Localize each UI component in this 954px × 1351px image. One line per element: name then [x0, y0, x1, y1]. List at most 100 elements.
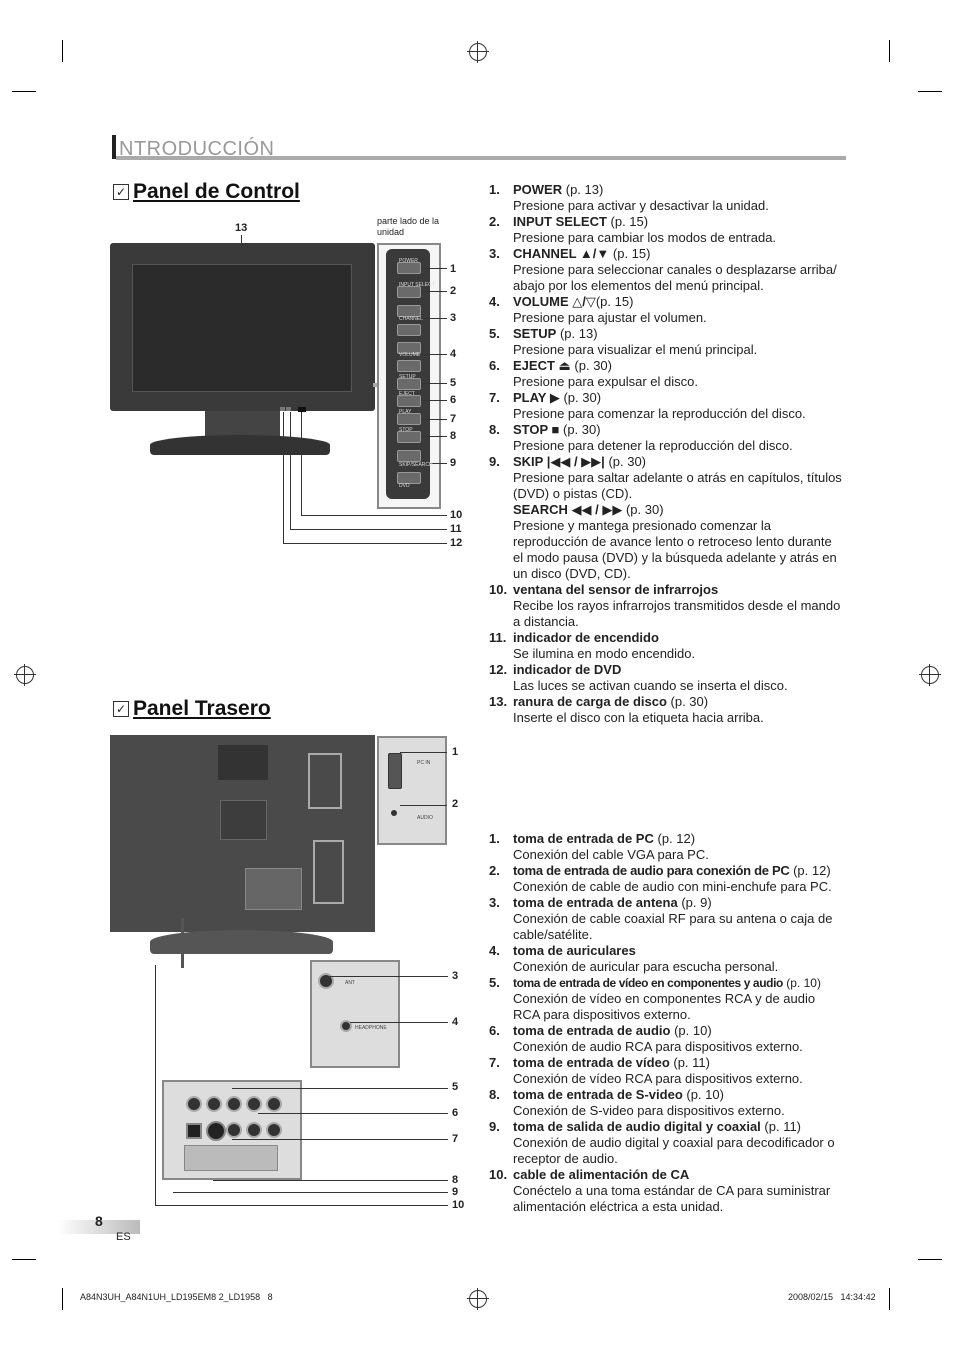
skip-forward-illustration: [397, 472, 421, 484]
component-jack: [226, 1096, 242, 1112]
side-note: parte lado de la unidad: [377, 216, 440, 237]
callout-line: [421, 354, 447, 355]
callout-line: [421, 291, 447, 292]
list-item: 5.SETUP (p. 13)Presione para visualizar …: [489, 326, 758, 357]
ant-label: ANT: [345, 980, 355, 986]
page-number-bar: [57, 1220, 140, 1234]
digital-audio-jack: [186, 1123, 202, 1139]
power-cord: [181, 918, 184, 968]
callout-1: 1: [450, 263, 457, 275]
crop-mark: [889, 40, 890, 62]
list-item: 7.PLAY ▶ (p. 30)Presione para comenzar l…: [489, 390, 806, 421]
rear-callout-2: 2: [452, 798, 459, 810]
registration-mark-icon: [919, 664, 941, 686]
crop-mark: [62, 1288, 63, 1310]
tv-screen: [132, 264, 352, 392]
callout-line: [290, 529, 447, 530]
headphone-jack: [340, 1020, 352, 1032]
component-jack: [206, 1096, 222, 1112]
crop-mark: [12, 91, 36, 92]
audio-in-jack: [266, 1122, 282, 1138]
skip-back-illustration: [397, 450, 421, 462]
list-item: 3.toma de entrada de antena (p. 9)Conexi…: [489, 895, 833, 942]
list-item: 7.toma de entrada de vídeo (p. 11)Conexi…: [489, 1055, 803, 1086]
av-panel-strip: [184, 1145, 278, 1171]
callout-6: 6: [450, 394, 457, 406]
checkbox-icon: ✓: [113, 184, 129, 200]
list-item: 4.VOLUME △/▽(p. 15)Presione para ajustar…: [489, 294, 707, 325]
callout-line: [350, 1022, 448, 1023]
callout-line: [155, 1205, 448, 1206]
callout-line: [290, 412, 291, 529]
list-item: 1.toma de entrada de PC (p. 12)Conexión …: [489, 831, 709, 862]
svideo-jack: [206, 1121, 226, 1141]
list-item: 8.STOP ■ (p. 30)Presione para detener la…: [489, 422, 793, 453]
callout-line: [232, 1088, 448, 1089]
callout-4: 4: [450, 348, 457, 360]
side-button-label: DVD: [399, 483, 410, 489]
callout-line: [213, 1180, 448, 1181]
callout-line: [400, 752, 447, 753]
pc-in-label: PC IN: [417, 760, 431, 766]
side-button-label: SKIP/SEARCH: [399, 462, 433, 468]
stop-button-illustration: [397, 431, 421, 443]
rear-highlight-1: [308, 753, 342, 809]
registration-mark-icon: [14, 664, 36, 686]
dvd-indicator: [280, 407, 285, 411]
list-item: 13.ranura de carga de disco (p. 30)Inser…: [489, 694, 764, 725]
callout-8: 8: [450, 430, 457, 442]
rear-terminal-area: [245, 868, 302, 910]
callout-13: 13: [235, 222, 248, 234]
channel-down-illustration: [397, 324, 421, 336]
side-button-label: EJECT: [399, 391, 415, 397]
list-item: 5.toma de entrada de vídeo en componente…: [489, 975, 821, 1022]
callout-line: [421, 419, 447, 420]
crop-mark: [889, 1288, 890, 1310]
power-indicator: [286, 407, 291, 411]
connector-line: [373, 383, 379, 387]
callout-3: 3: [450, 312, 457, 324]
section-title: NTRODUCCIÓN: [119, 138, 275, 160]
rear-callout-5: 5: [452, 1081, 459, 1093]
channel-up-illustration: [397, 305, 421, 317]
rear-callout-9: 9: [452, 1186, 459, 1198]
registration-mark-icon: [467, 41, 489, 63]
callout-11: 11: [450, 523, 462, 535]
side-button-label: PLAY: [399, 409, 412, 415]
side-button-label: CHANNEL: [399, 316, 423, 322]
side-button-label: STOP: [399, 427, 413, 433]
section-bar: [112, 135, 116, 159]
callout-line: [283, 412, 284, 543]
antenna-jack: [318, 973, 334, 989]
list-item: SEARCH ◀◀ / ▶▶ (p. 30)Presione y mantega…: [513, 502, 837, 581]
eject-button-illustration: [397, 395, 421, 407]
component-jack: [246, 1096, 262, 1112]
rear-callout-6: 6: [452, 1107, 459, 1119]
callout-line: [421, 383, 447, 384]
callout-line: [421, 400, 447, 401]
callout-12: 12: [450, 537, 463, 549]
input-select-button-illustration: [397, 286, 421, 298]
page-number: 8: [95, 1213, 103, 1229]
side-button-label: SETUP: [399, 374, 416, 380]
rear-callout-4: 4: [452, 1016, 459, 1028]
crop-mark: [62, 40, 63, 62]
list-item: 8.toma de entrada de S-video (p. 10)Cone…: [489, 1087, 785, 1118]
headphone-label: HEADPHONE: [355, 1025, 387, 1031]
list-item: 2.toma de entrada de audio para conexión…: [489, 863, 832, 894]
list-item: 9.SKIP |◀◀ / ▶▶| (p. 30)Presione para sa…: [489, 454, 842, 501]
list-item: 6.toma de entrada de audio (p. 10)Conexi…: [489, 1023, 803, 1054]
callout-5: 5: [450, 377, 457, 389]
tv-rear-stand: [150, 930, 333, 954]
audio-in-jack: [246, 1122, 262, 1138]
panel-trasero-heading: Panel Trasero: [133, 697, 271, 720]
callout-2: 2: [450, 285, 457, 297]
callout-line: [421, 318, 447, 319]
ir-sensor: [298, 407, 306, 412]
list-item: 3.CHANNEL ▲/▼ (p. 15)Presione para selec…: [489, 246, 837, 293]
callout-line: [283, 543, 447, 544]
